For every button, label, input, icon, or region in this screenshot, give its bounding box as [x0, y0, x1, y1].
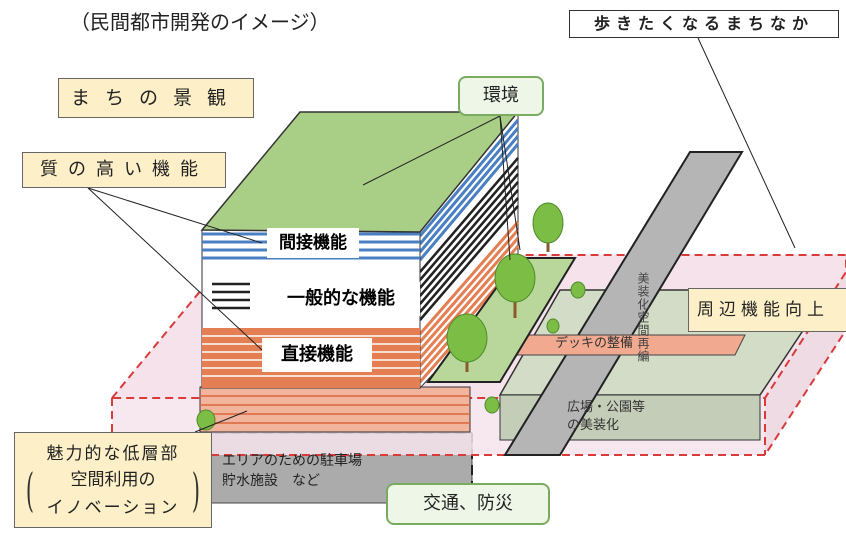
quality-function-label: 質の高い機能	[22, 152, 226, 188]
traffic-disaster-label: 交通、防災	[386, 483, 550, 525]
environment-label: 環境	[458, 76, 544, 116]
low-floor-line3: イノベーション	[46, 498, 180, 518]
tree-icon	[546, 318, 560, 334]
vertical-annotation: 美装化空間再編	[636, 272, 650, 363]
parking-label-line1: エリアのための駐車場	[222, 453, 362, 469]
tree-icon	[532, 202, 564, 252]
townscape-label: まちの景観	[58, 78, 254, 118]
direct-function-label: 直接機能	[262, 338, 372, 372]
indirect-function-label: 間接機能	[267, 228, 359, 258]
deck-label: デッキの整備	[555, 336, 634, 351]
leader-lines	[87, 37, 796, 433]
right-paren-icon: )	[191, 463, 201, 517]
trees	[196, 202, 586, 431]
tree-icon	[570, 281, 586, 299]
podium	[199, 386, 471, 433]
parking-label-line2: 貯水施設 など	[222, 473, 320, 489]
tree-icon	[494, 253, 536, 318]
plaza-label-line1: 広場・公園等	[567, 400, 646, 415]
low-floor-label-box: 魅力的な低層部 ( 空間利用の イノベーション )	[14, 432, 212, 528]
caption: （民間都市開発のイメージ）	[70, 10, 330, 34]
left-paren-icon: (	[25, 463, 35, 517]
low-floor-line1: 魅力的な低層部	[46, 444, 180, 464]
tree-icon	[446, 313, 488, 372]
low-floor-line2: 空間利用の	[70, 470, 156, 490]
general-function-label: 一般的な機能	[262, 282, 420, 316]
tree-icon	[484, 396, 500, 414]
tree-icon	[196, 409, 216, 431]
walkable-town-label: 歩きたくなるまちなか	[569, 10, 839, 38]
plaza-label-line2: の美装化	[567, 418, 620, 433]
surrounding-function-label: 周辺機能向上	[688, 288, 846, 332]
